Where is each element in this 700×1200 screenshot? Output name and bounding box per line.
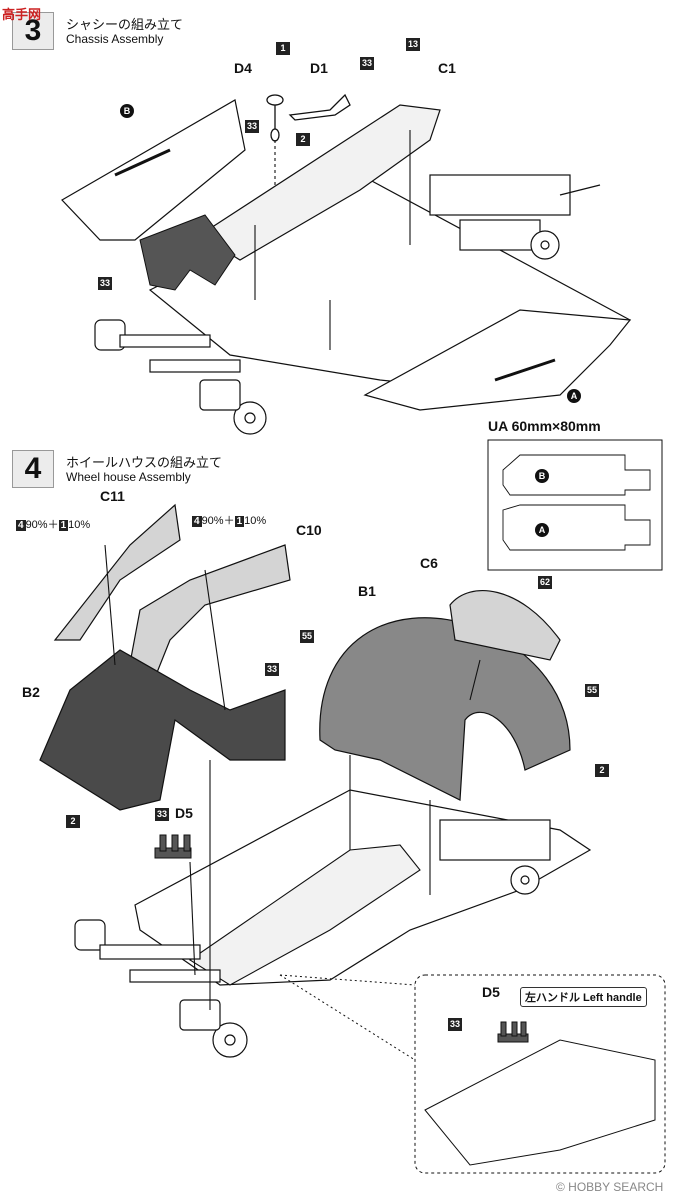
label-d4: D4: [234, 60, 252, 76]
sheet-a: [363, 309, 632, 411]
label-b2: B2: [22, 684, 40, 700]
label-box-55a: 55: [300, 630, 314, 643]
label-d5: D5: [175, 805, 193, 821]
arrows-step4: [104, 544, 481, 1010]
label-c11: C11: [100, 488, 125, 504]
mix-right-pct-b: 10%: [244, 515, 267, 527]
step-4-number: 4: [12, 450, 54, 488]
part-33-dark: [139, 214, 236, 291]
label-box-55b: 55: [585, 684, 599, 697]
label-box-33b: 33: [245, 120, 259, 133]
label-box-33c: 33: [98, 277, 112, 290]
step-4-title-jp: ホイールハウスの組み立て: [66, 455, 223, 470]
label-c1: C1: [438, 60, 456, 76]
label-c6: C6: [420, 555, 438, 571]
mix-left-pct-a: 90%＋: [25, 519, 59, 531]
label-c10: C10: [296, 522, 322, 538]
part-d5: [154, 834, 192, 859]
label-box-2b: 2: [595, 764, 609, 777]
front-suspension-step4: [74, 919, 248, 1058]
wheelhouse-b2: [39, 649, 286, 811]
label-box-1: 1: [276, 42, 290, 55]
inset-chassis: [424, 1021, 656, 1166]
label-box-2a: 2: [66, 815, 80, 828]
left-handle-label: 左ハンドル Left handle: [520, 987, 647, 1007]
arrows-step3: [254, 130, 411, 350]
label-circle-b: B: [120, 104, 134, 118]
label-box-13: 13: [406, 38, 420, 51]
step-3-number: 3: [12, 12, 54, 50]
label-box-33-step4b: 33: [155, 808, 169, 821]
label-b1: B1: [358, 583, 376, 599]
label-box-2: 2: [296, 133, 310, 146]
mix-right-box-a: 4: [192, 516, 202, 527]
front-suspension-step3: [94, 319, 267, 435]
mix-left-box-b: 1: [58, 520, 69, 531]
mix-left-pct-b: 10%: [68, 519, 91, 531]
ua-circle-b: B: [535, 469, 549, 483]
wheelhouse-b1: [319, 617, 571, 801]
fender-c11: [53, 503, 181, 641]
mix-right-box-b: 1: [234, 516, 245, 527]
label-box-33-step4c: 33: [448, 1018, 462, 1031]
mix-left-box-a: 4: [16, 520, 26, 531]
sheet-b: [61, 99, 246, 241]
mix-right-pct-a: 90%＋: [201, 515, 235, 527]
label-d1: D1: [310, 60, 328, 76]
watermark-top: 高手网: [2, 7, 42, 22]
panel-c6: [449, 590, 561, 661]
step-3-title-en: Chassis Assembly: [66, 32, 164, 46]
label-box-33-step4a: 33: [265, 663, 279, 676]
rear-suspension-step4: [439, 819, 551, 895]
ua-title: UA 60mm×80mm: [488, 418, 601, 434]
step-3-title-jp: シャシーの組み立て: [66, 17, 184, 32]
rear-suspension-step3: [429, 174, 601, 260]
label-circle-a: A: [567, 389, 581, 403]
label-d5-inset: D5: [482, 984, 500, 1000]
label-box-33a: 33: [360, 57, 374, 70]
ua-circle-a: A: [535, 523, 549, 537]
label-box-62: 62: [538, 576, 552, 589]
tunnel-c1: [198, 104, 441, 261]
levers-d1-d4: [266, 93, 351, 142]
watermark-hobby-search: © HOBBY SEARCH: [556, 1180, 664, 1194]
step-4-title-en: Wheel house Assembly: [66, 470, 191, 484]
